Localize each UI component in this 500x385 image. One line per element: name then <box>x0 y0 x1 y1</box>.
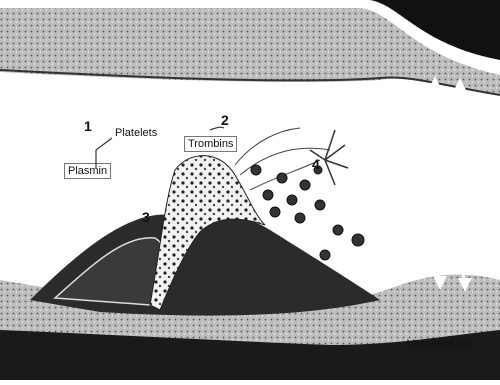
label-connectors <box>0 0 500 380</box>
blood-clotting-diagram: 1 2 3 4 Platelets Plasmin Trombins Vasok… <box>0 0 500 380</box>
